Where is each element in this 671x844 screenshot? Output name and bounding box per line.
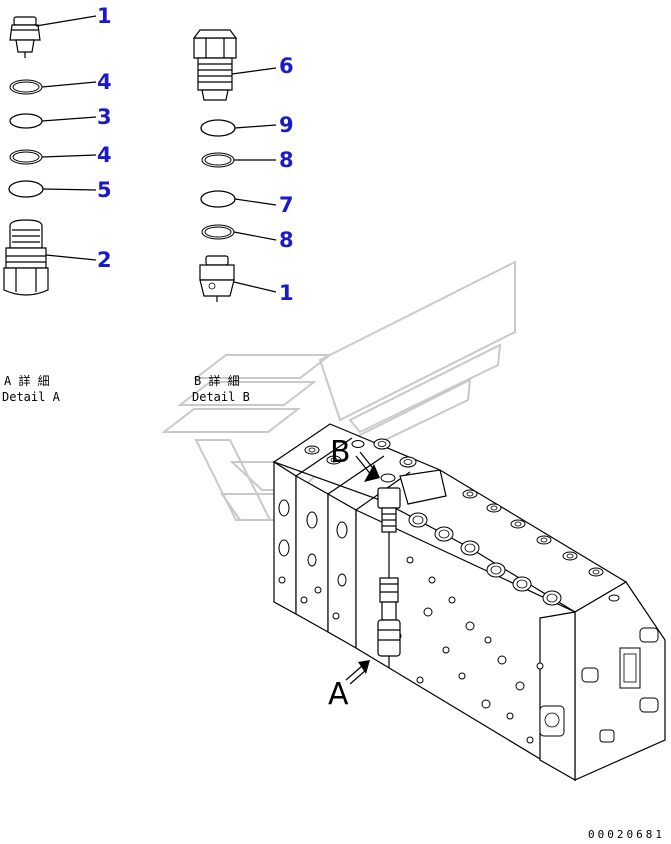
watermark-logo: [161, 260, 516, 521]
view-label-a: A: [328, 677, 349, 712]
callout-6: 6: [279, 54, 294, 78]
detail-captions: A 詳 細 Detail A B 詳 細 Detail B: [2, 373, 250, 404]
callout-labels: 1 4 3 4 5 2 6 9 8 7 8 1: [97, 4, 294, 305]
view-arrow-b: [355, 451, 380, 482]
ring-3: [9, 113, 43, 129]
callout-8-upper: 8: [279, 148, 294, 172]
front-ports: [394, 512, 562, 744]
plug-part-a: [9, 16, 41, 58]
caption-detail-a-en: Detail A: [2, 390, 61, 404]
ring-5: [8, 180, 44, 198]
callout-9: 9: [279, 113, 294, 137]
leader-lines: [35, 15, 277, 293]
callout-1-lower: 1: [279, 281, 294, 305]
callout-2: 2: [97, 248, 112, 272]
callout-7: 7: [279, 193, 294, 217]
callout-4-upper: 4: [97, 70, 112, 94]
ring-9: [200, 119, 236, 137]
caption-detail-a-jp: A 詳 細: [4, 373, 50, 388]
plug-part-b: [199, 255, 235, 302]
detail-b-parts: [192, 29, 238, 302]
top-ports: [304, 438, 620, 602]
installed-valve-stack: [377, 487, 401, 668]
callout-4-lower: 4: [97, 143, 112, 167]
control-valve-assembly: [272, 423, 666, 782]
end-cap: [539, 627, 659, 743]
caption-detail-b-en: Detail B: [192, 390, 250, 404]
callout-3: 3: [97, 105, 112, 129]
callout-8-lower: 8: [279, 228, 294, 252]
detail-a-parts: [3, 16, 49, 296]
callout-1-upper: 1: [97, 4, 112, 28]
ring-7: [200, 190, 236, 208]
caption-detail-b-jp: B 詳 細: [194, 373, 240, 388]
valve-part-2: [3, 219, 49, 296]
view-label-b: B: [330, 435, 351, 470]
callout-5: 5: [97, 178, 112, 202]
document-id: 00020681: [588, 828, 665, 841]
plug-part-6: [192, 29, 238, 101]
side-ports: [278, 499, 348, 620]
view-arrow-a: [345, 660, 370, 685]
